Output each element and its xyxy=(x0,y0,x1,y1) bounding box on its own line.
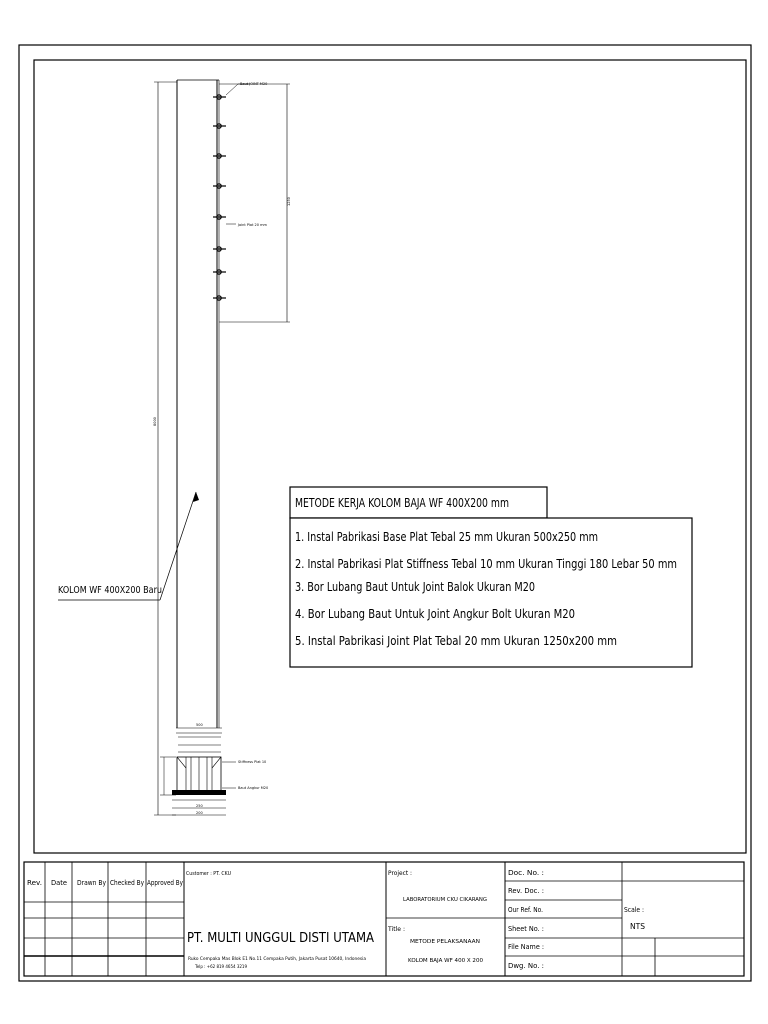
file-name-label: File Name : xyxy=(508,943,544,951)
method-title: METODE KERJA KOLOM BAJA WF 400X200 mm xyxy=(295,496,509,510)
method-step-1: 1. Instal Pabrikasi Base Plat Tebal 25 m… xyxy=(295,530,598,544)
title-block-grid xyxy=(23,861,745,977)
project-name: LABORATORIUM CKU CIKARANG xyxy=(403,897,487,903)
inner-frame xyxy=(33,59,747,854)
our-ref-label: Our Ref. No. xyxy=(508,906,543,914)
approved-by-header: Approved By xyxy=(147,879,183,887)
joint-bolts xyxy=(213,94,226,301)
title-label: Title : xyxy=(387,926,405,933)
company-address: Ruko Cempaka Mas Blok E1 No.11 Cempaka P… xyxy=(188,956,366,962)
rev-header: Rev. xyxy=(27,879,42,887)
base-dimension-mid: 250 xyxy=(196,804,203,808)
project-label: Project : xyxy=(388,870,412,877)
rev-doc-label: Rev. Doc. : xyxy=(508,887,544,895)
dwg-no-label: Dwg. No. : xyxy=(508,962,544,970)
method-steps-box xyxy=(289,517,693,668)
column-dimension-text: 8000 xyxy=(153,417,157,426)
base-dimension-bottom: 200 xyxy=(196,811,203,815)
method-title-box xyxy=(289,486,548,519)
base-plate xyxy=(160,727,236,816)
checked-by-header: Checked By xyxy=(110,879,144,887)
title-line-2: KOLOM BAJA WF 400 X 200 xyxy=(408,958,483,964)
scale-value: NTS xyxy=(630,922,645,931)
sheet-no-label: Sheet No. : xyxy=(508,925,544,933)
method-step-4: 4. Bor Lubang Baut Untuk Joint Angkur Bo… xyxy=(295,607,575,621)
method-step-3: 3. Bor Lubang Baut Untuk Joint Balok Uku… xyxy=(295,580,535,594)
bolt-callout: Baut JOINT M20 xyxy=(240,82,267,86)
method-step-5: 5. Instal Pabrikasi Joint Plat Tebal 20 … xyxy=(295,634,617,648)
base-dimension-top: 500 xyxy=(196,723,203,727)
stiffness-callout: Stiffness Plat 10 xyxy=(238,760,266,764)
column-label: KOLOM WF 400X200 Baru xyxy=(58,585,162,596)
scale-label: Scale : xyxy=(624,906,644,914)
anchor-bolt-callout: Baut Angkur M20 xyxy=(238,786,268,790)
company-name: PT. MULTI UNGGUL DISTI UTAMA xyxy=(187,931,374,946)
joint-plate-callout: Joint Plat 20 mm xyxy=(237,223,268,227)
outer-frame xyxy=(18,44,752,982)
date-header: Date xyxy=(51,879,67,887)
top-dimension-text: 1250 xyxy=(287,197,291,206)
company-phone: Telp : +62 819 4654 3219 xyxy=(194,964,247,970)
customer: Customer : PT. CKU xyxy=(186,871,231,877)
doc-no-label: Doc. No. : xyxy=(508,869,544,877)
drawn-by-header: Drawn By xyxy=(77,879,106,887)
column-elevation xyxy=(58,79,290,816)
method-step-2: 2. Instal Pabrikasi Plat Stiffness Tebal… xyxy=(295,557,677,571)
title-line-1: METODE PELAKSANAAN xyxy=(410,939,480,945)
